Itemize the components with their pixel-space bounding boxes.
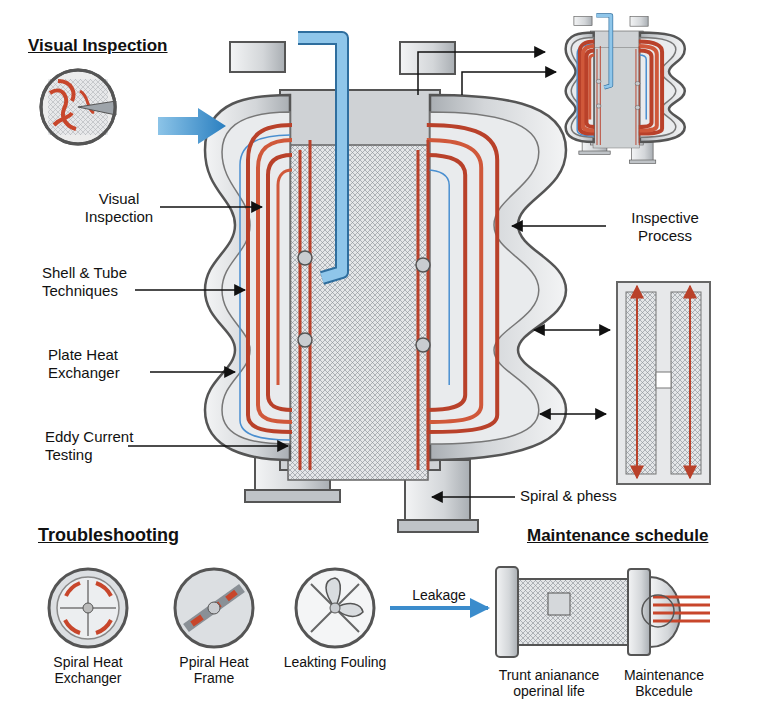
caption: Maintenance Bkcedule: [608, 667, 720, 699]
node-icon: [60, 580, 116, 636]
node-icon: [46, 566, 130, 650]
callout-label: Spiral & phess: [520, 487, 660, 505]
circle-node: Ppiral Heat Frame: [159, 566, 269, 688]
node-icon: [330, 603, 340, 613]
flow-arrow: [158, 108, 226, 144]
callout-label: Inspective Process: [610, 209, 720, 245]
plate-panel: [656, 372, 671, 388]
node-icon: [49, 569, 127, 647]
node-icon: [488, 553, 718, 665]
circle-node: Visual Inspection: [28, 36, 178, 148]
section-heading: Visual Inspection: [28, 36, 168, 56]
node-icon: [518, 579, 633, 645]
node-icon: [653, 597, 710, 621]
edge-label: Leakage: [412, 586, 466, 604]
heat-exchanger-body: [205, 38, 566, 532]
leader-line: [432, 496, 515, 498]
section-heading: Troubleshooting: [38, 524, 258, 546]
plate-panel: [626, 292, 656, 474]
node-icon: [496, 567, 518, 657]
node-icon: [38, 67, 118, 147]
exchanger-node: Trunt anianance operinal lifeMaintenance…: [488, 553, 723, 703]
leader-line: [512, 225, 606, 227]
node-icon: [186, 588, 242, 628]
caption: Trunt anianance operinal life: [493, 667, 605, 699]
plate-panel: [689, 286, 691, 478]
node-icon: [548, 593, 570, 615]
caption: Spiral Heat Exchanger: [33, 654, 143, 686]
plate-panel: [671, 292, 701, 474]
node-icon: [208, 602, 220, 614]
node-icon: [83, 603, 93, 613]
circle-node: Leakting Fouling: [280, 566, 390, 688]
node-icon: [41, 70, 115, 144]
plate-panel: [636, 286, 638, 478]
node-icon: [172, 566, 256, 650]
node-icon: [293, 566, 377, 650]
callout-label: Plate Heat Exchanger: [48, 346, 148, 382]
plate-panel: [617, 282, 710, 484]
node-icon: [326, 578, 363, 616]
flow-connector: [390, 606, 488, 610]
leader-line: [418, 52, 545, 95]
leader-line: [128, 445, 288, 447]
plate-panel: [617, 282, 710, 484]
node-icon: [296, 569, 374, 647]
node-icon: [58, 81, 73, 101]
node-icon: [41, 70, 115, 144]
heat-exchanger-thumbnail: [566, 15, 685, 163]
node-icon: [57, 577, 119, 639]
caption: Leakting Fouling: [280, 654, 390, 670]
callout-label: Visual Inspection: [78, 190, 160, 226]
node-icon: [54, 113, 72, 125]
leader-line: [150, 371, 235, 373]
double-arrow: [540, 413, 606, 415]
callout-label: Shell & Tube Techniques: [42, 264, 157, 300]
section-heading: Maintenance schedule: [527, 525, 747, 546]
circle-node: Spiral Heat Exchanger: [33, 566, 143, 688]
caption: Ppiral Heat Frame: [159, 654, 269, 686]
callout-label: Eddy Current Testing: [45, 428, 145, 464]
node-icon: [78, 101, 116, 115]
leader-line: [135, 289, 245, 291]
node-icon: [192, 592, 236, 624]
leader-line: [462, 72, 556, 95]
node-icon: [628, 569, 650, 655]
double-arrow: [534, 329, 610, 331]
node-icon: [175, 569, 253, 647]
node-icon: [642, 595, 674, 627]
leader-line: [160, 206, 262, 208]
